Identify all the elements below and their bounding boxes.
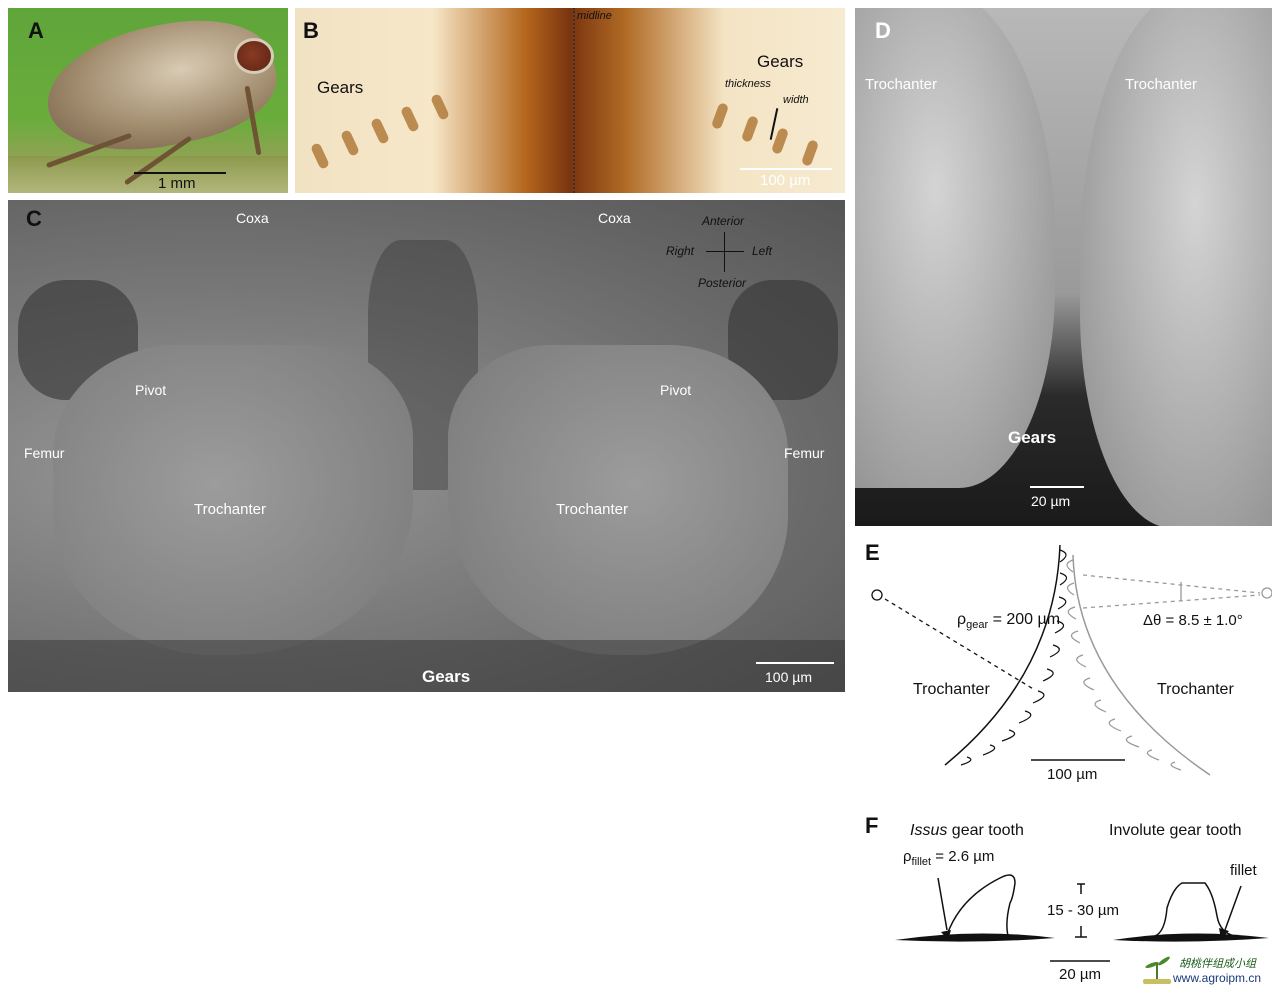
scale-bar [740,168,832,170]
issus-rest: gear tooth [947,822,1024,839]
trochanter-label-left: Trochanter [194,501,266,518]
midline-dotted [573,8,575,193]
rho-value: = 2.6 µm [931,848,995,865]
panel-label-d: D [875,18,891,43]
compass-right: Right [666,244,695,258]
scale-bar [1030,486,1084,488]
lower-shadow [8,640,845,692]
scale-bar [756,662,834,664]
trochanter-label-left: Trochanter [865,76,937,93]
rho-subscript: fillet [911,856,932,868]
coxa-label-right: Coxa [598,210,631,226]
rho-gear-label: ρgear = 200 µm [957,611,1060,631]
gears-label: Gears [422,667,471,686]
compass-left: Left [752,244,773,258]
gear-tooth [339,129,361,157]
compass-vertical-arrow [724,232,725,272]
trochanter-label-right: Trochanter [556,501,628,518]
gear-tooth [369,117,391,145]
gear-tooth-comparison [895,874,1269,962]
scale-bar [134,172,226,174]
sprout-stem [1156,963,1158,981]
panel-b-photo: midline B Gears Gears thickness width 10… [295,8,845,193]
scale-bar-label: 1 mm [158,175,196,192]
compass-posterior: Posterior [698,276,747,290]
compass-horizontal-arrow [706,251,744,252]
gear-mesh-diagram [871,544,1272,776]
femur-label-right: Femur [784,445,825,461]
issus-title: Issus gear tooth [910,822,1024,840]
insect-eye [234,38,274,74]
panel-label-a: A [28,18,44,43]
delta-theta-label: Δθ = 8.5 ± 1.0° [1143,612,1243,629]
scale-bar-label: 100 µm [765,669,812,685]
compass-anterior: Anterior [702,214,745,228]
thickness-label: thickness [725,78,771,90]
gear-tooth [429,93,451,121]
sprout-icon [1157,955,1171,967]
rho-symbol: ρ [903,848,912,865]
scale-bar-label: 20 µm [1059,966,1101,983]
watermark-url: www.agroipm.cn [1173,971,1262,985]
panel-label-b: B [303,18,319,43]
gears-label: Gears [1008,428,1057,447]
trochanter-label-left: Trochanter [913,681,990,698]
panel-e-diagram: E ρgear = 200 µm Δθ = 8.5 ± 1.0° Trochan… [855,535,1272,785]
panel-a-photo: A 1 mm [8,8,288,193]
scale-bar-label: 100 µm [1047,766,1098,783]
panel-label-c: C [26,206,42,231]
pivot-label-left: Pivot [135,382,167,398]
trochanter-label-right: Trochanter [1125,76,1197,93]
scale-bar-label: 100 µm [760,172,811,189]
width-label: width [783,94,809,106]
coxa-label-left: Coxa [236,210,269,226]
panel-c-sem: C Coxa Coxa Pivot Pivot Femur Femur Troc… [8,200,845,692]
issus-italic: Issus [910,822,948,839]
scale-bar-label: 20 µm [1031,493,1071,509]
gear-tooth [710,102,730,130]
trochanter-label-right: Trochanter [1157,681,1234,698]
rho-fillet-label: ρfillet = 2.6 µm [903,848,994,868]
gear-tooth [309,142,331,170]
watermark-chinese: 胡桃伴组成小组 [1179,958,1256,970]
gear-tooth [399,105,421,133]
gear-tooth [770,127,790,155]
midline-label: midline [577,10,612,22]
panel-d-sem: D Trochanter Trochanter Gears 20 µm [855,8,1272,526]
watermark: 胡桃伴组成小组 www.agroipm.cn [1143,955,1278,989]
pivot-label-right: Pivot [660,382,692,398]
panel-f-diagram: F Issus gear tooth Involute gear tooth ρ… [855,808,1272,991]
gear-tooth [740,115,760,143]
gears-label-right: Gears [757,52,804,71]
femur-label-left: Femur [24,445,65,461]
gear-tooth [800,139,820,167]
sprout-ground [1143,979,1171,984]
panel-label-e: E [865,540,880,565]
trochanter-right-lobe [1080,8,1272,526]
gears-label-left: Gears [317,78,364,97]
trochanter-left-shape [53,345,413,655]
trochanter-right-shape [448,345,788,655]
height-range-label: 15 - 30 µm [1047,902,1120,919]
rho-subscript: gear [966,619,989,632]
involute-title: Involute gear tooth [1109,822,1242,839]
rho-symbol: ρ [957,611,967,628]
trochanter-left-lobe [855,8,1055,488]
rho-value: = 200 µm [988,611,1061,628]
fillet-label: fillet [1230,862,1257,879]
panel-label-f: F [865,813,879,838]
